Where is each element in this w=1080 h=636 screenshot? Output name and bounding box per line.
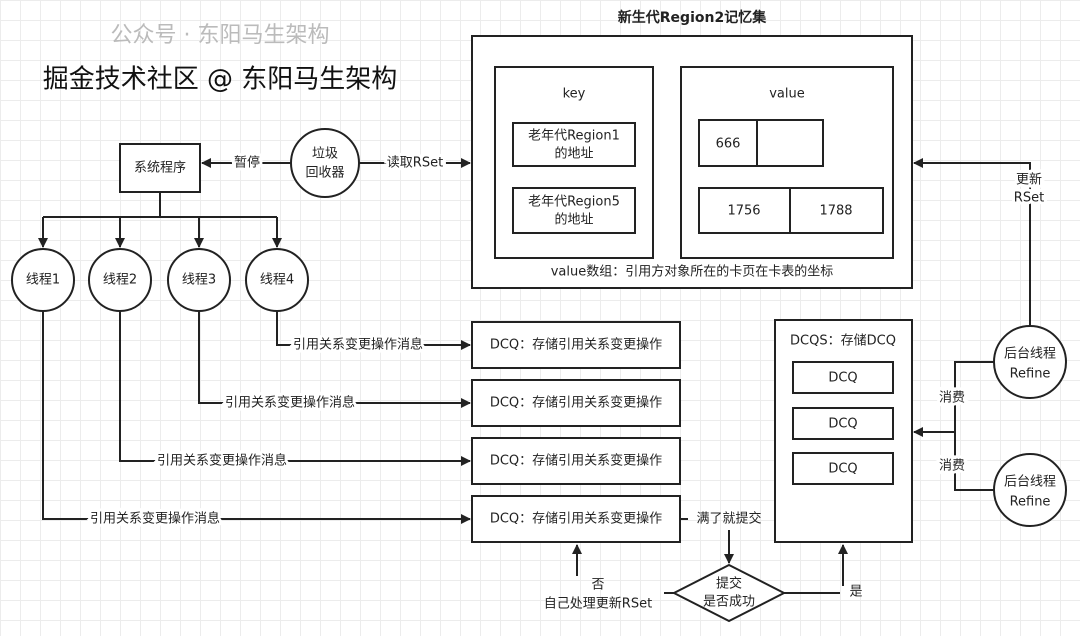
value-cell — [698, 119, 758, 167]
watermark-faint: 公众号 · 东阳马生架构 — [111, 23, 330, 48]
refine-label: Refine — [1010, 495, 1051, 510]
decision-label: 提交 — [716, 576, 742, 592]
update-rset-arrow — [913, 158, 1031, 326]
refine-label: 后台线程 — [1004, 347, 1056, 362]
dcqs-title: DCQS：存储DCQ — [790, 334, 896, 349]
update-rset-label: RSet — [1014, 191, 1044, 206]
consume-connector — [954, 361, 994, 491]
message-label: 引用关系变更操作消息 — [225, 395, 355, 411]
refine-label: 后台线程 — [1004, 475, 1056, 490]
thread-label: 线程4 — [260, 273, 294, 288]
gc-circle — [290, 128, 360, 198]
dcq-label: DCQ：存储引用关系变更操作 — [490, 395, 662, 411]
message-arrow — [42, 311, 471, 524]
rset-title: 新生代Region2记忆集 — [618, 9, 767, 26]
message-label: 引用关系变更操作消息 — [157, 453, 287, 469]
dcq-label: DCQ：存储引用关系变更操作 — [490, 453, 662, 469]
dcq-label: DCQ：存储引用关系变更操作 — [490, 511, 662, 527]
refine-thread — [993, 325, 1067, 399]
yes-label: 是 — [849, 585, 862, 600]
value-cell — [756, 119, 824, 167]
message-arrow — [198, 311, 471, 408]
no-label: 否 — [591, 578, 604, 593]
key-item — [512, 122, 636, 167]
refine-thread — [993, 453, 1067, 527]
consume-label: 消费 — [939, 391, 965, 406]
gc-label: 垃圾 — [312, 147, 338, 162]
full-submit-label: 满了就提交 — [696, 511, 761, 527]
value-caption: value数组：引用方对象所在的卡页在卡表的坐标 — [551, 264, 834, 280]
message-arrow — [276, 311, 471, 350]
read-rset-label: 读取RSet — [387, 156, 443, 171]
consume-label: 消费 — [939, 459, 965, 474]
key-item — [512, 187, 636, 234]
decision-label: 是否成功 — [703, 595, 755, 610]
value-cell — [789, 187, 884, 234]
tree-connector — [43, 192, 277, 218]
thread-label: 线程1 — [26, 273, 60, 288]
key-item-text: 的地址 — [554, 212, 593, 228]
key-label: key — [563, 87, 586, 102]
key-item-text: 老年代Region5 — [528, 195, 620, 210]
key-item-text: 老年代Region1 — [528, 129, 620, 144]
no-label: 自己处理更新RSet — [544, 596, 652, 612]
refine-label: Refine — [1010, 367, 1051, 382]
dcqs-item — [792, 452, 894, 485]
dcq-box — [471, 321, 681, 369]
dcq-label: DCQ：存储引用关系变更操作 — [490, 337, 662, 353]
key-item-text: 的地址 — [554, 146, 593, 162]
dcqs-item-label: DCQ — [828, 417, 857, 432]
value-label: value — [769, 87, 805, 102]
value-cell-text: 1788 — [819, 204, 852, 219]
message-label: 引用关系变更操作消息 — [293, 337, 423, 353]
thread-label: 线程2 — [103, 273, 137, 288]
dcqs-item-label: DCQ — [828, 462, 857, 477]
value-cell-text: 1756 — [727, 204, 760, 219]
update-rset-label: 更新 — [1016, 172, 1042, 188]
dcqs-item — [792, 361, 894, 394]
thread-label: 线程3 — [182, 273, 216, 288]
dcq-box — [471, 437, 681, 485]
message-label: 引用关系变更操作消息 — [90, 511, 220, 527]
dcq-box — [471, 379, 681, 427]
value-cell — [698, 187, 791, 234]
system-program-label: 系统程序 — [134, 161, 186, 176]
message-arrow — [119, 311, 471, 466]
gc-label: 回收器 — [305, 166, 344, 181]
value-cell-text: 666 — [716, 137, 741, 152]
decision-diamond — [671, 563, 787, 623]
pause-label: 暂停 — [234, 155, 260, 171]
dcqs-item-label: DCQ — [828, 371, 857, 386]
dcqs-item — [792, 407, 894, 440]
watermark: 掘金技术社区 @ 东阳马生架构 — [43, 65, 398, 95]
dcq-box — [471, 495, 681, 543]
